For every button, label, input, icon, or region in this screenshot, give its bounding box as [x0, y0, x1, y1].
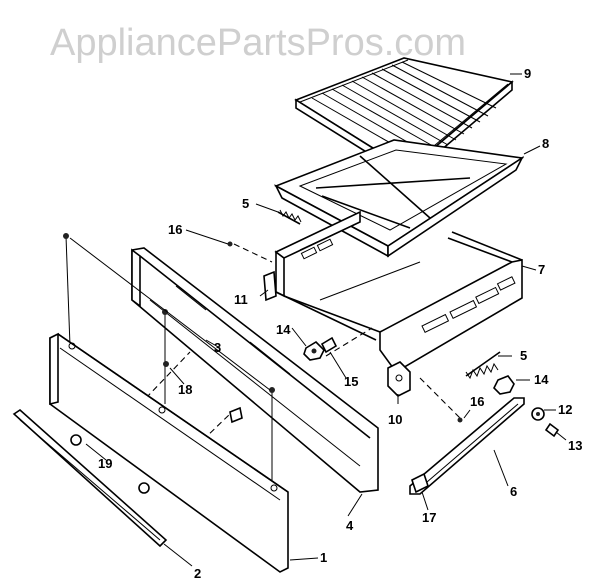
trim-strip-part-2 [12, 408, 168, 548]
callout-17: 17 [422, 510, 436, 525]
callout-7: 7 [538, 262, 545, 277]
callout-16-upper: 16 [168, 222, 182, 237]
callout-4: 4 [346, 518, 354, 533]
callout-14-lower: 14 [534, 372, 549, 387]
drawer-front-outer-part-4 [131, 247, 379, 493]
screw-part-15 [320, 336, 338, 354]
callout-10: 10 [388, 412, 402, 427]
callout-5-lower: 5 [520, 348, 527, 363]
pin-part-16 [227, 241, 463, 423]
callout-8: 8 [542, 136, 549, 151]
nut-part-14-lower [493, 375, 515, 395]
callout-11: 11 [234, 292, 248, 307]
drawer-inner-panel-part-1 [49, 332, 289, 573]
fastener-part-19 [70, 434, 150, 494]
watermark-text: AppliancePartsPros.com [50, 22, 466, 64]
callout-16-lower: 16 [470, 394, 484, 409]
callout-15: 15 [344, 374, 358, 389]
clip-part-17 [411, 472, 429, 494]
nut-part-14-upper [303, 340, 325, 361]
slide-rail-part-6 [409, 397, 525, 495]
callout-2: 2 [194, 566, 201, 581]
slide-bracket-part-10 [387, 361, 411, 397]
screw-part-13 [544, 422, 560, 438]
spring-part-5-lower [465, 351, 501, 380]
callout-leaders [85, 73, 567, 567]
callout-19: 19 [98, 456, 112, 471]
callout-9: 9 [524, 66, 531, 81]
callout-14-upper: 14 [276, 322, 291, 337]
broiler-drawer-part-7 [274, 210, 523, 374]
callout-numbers: 9 8 7 5 16 11 14 3 15 10 5 14 16 12 13 1… [98, 66, 582, 581]
front-screw-part-3 [63, 233, 275, 490]
slide-bracket-part-11 [263, 270, 277, 302]
callout-12: 12 [558, 402, 572, 417]
spring-part-5-upper [277, 209, 302, 225]
callout-18: 18 [178, 382, 192, 397]
callout-13: 13 [568, 438, 582, 453]
roller-part-12 [531, 407, 545, 421]
callout-1: 1 [320, 550, 327, 565]
callout-5-upper: 5 [242, 196, 249, 211]
callout-6: 6 [510, 484, 517, 499]
clip-part-18 [163, 361, 243, 424]
callout-3: 3 [214, 340, 221, 355]
